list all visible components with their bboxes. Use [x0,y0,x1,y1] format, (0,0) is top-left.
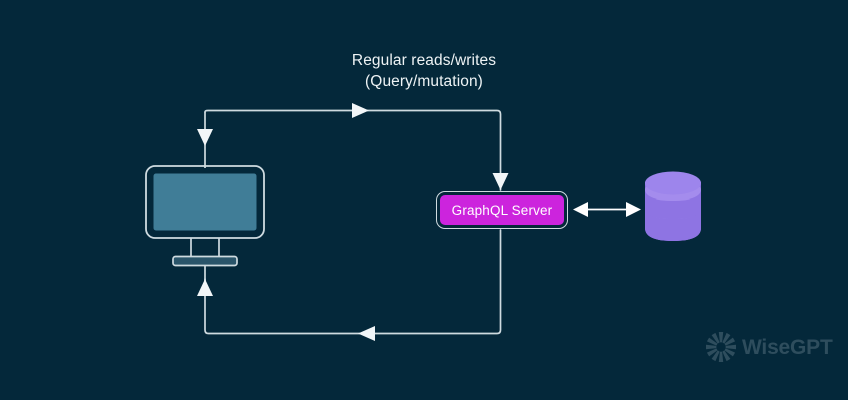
monitor-screen [153,173,257,231]
wisegpt-pinwheel-logo-icon [706,332,736,362]
connector-return-path [204,229,502,335]
arrowhead-up-into-client [197,279,213,296]
connector-server-to-database [573,202,641,217]
wisegpt-logo-text: WiseGPT [742,335,833,359]
arrowhead-left-bottom-run [358,326,375,341]
graphql-server-label: GraphQL Server [440,195,564,225]
arrowhead-left-to-server [573,202,588,217]
database-segment-middle [645,190,701,219]
arrowhead-right-to-database [626,202,641,217]
monitor-icon [145,165,265,267]
connector-client-to-server [197,103,509,191]
monitor-base [172,255,238,267]
arrowhead-down-into-client [197,129,213,146]
database-top [645,171,701,195]
arrowhead-right-top-run [352,103,369,118]
arrowhead-down-into-server [492,173,509,190]
monitor-neck [190,238,220,257]
connector-client-to-server-path [204,109,502,191]
monitor-bezel [145,165,265,239]
database-cylinder-icon [645,171,701,241]
connector-server-to-client [197,229,502,341]
wisegpt-logo: WiseGPT [704,330,833,364]
graphql-server-node[interactable]: GraphQL Server [436,191,568,229]
database-segment-bottom [645,208,701,241]
